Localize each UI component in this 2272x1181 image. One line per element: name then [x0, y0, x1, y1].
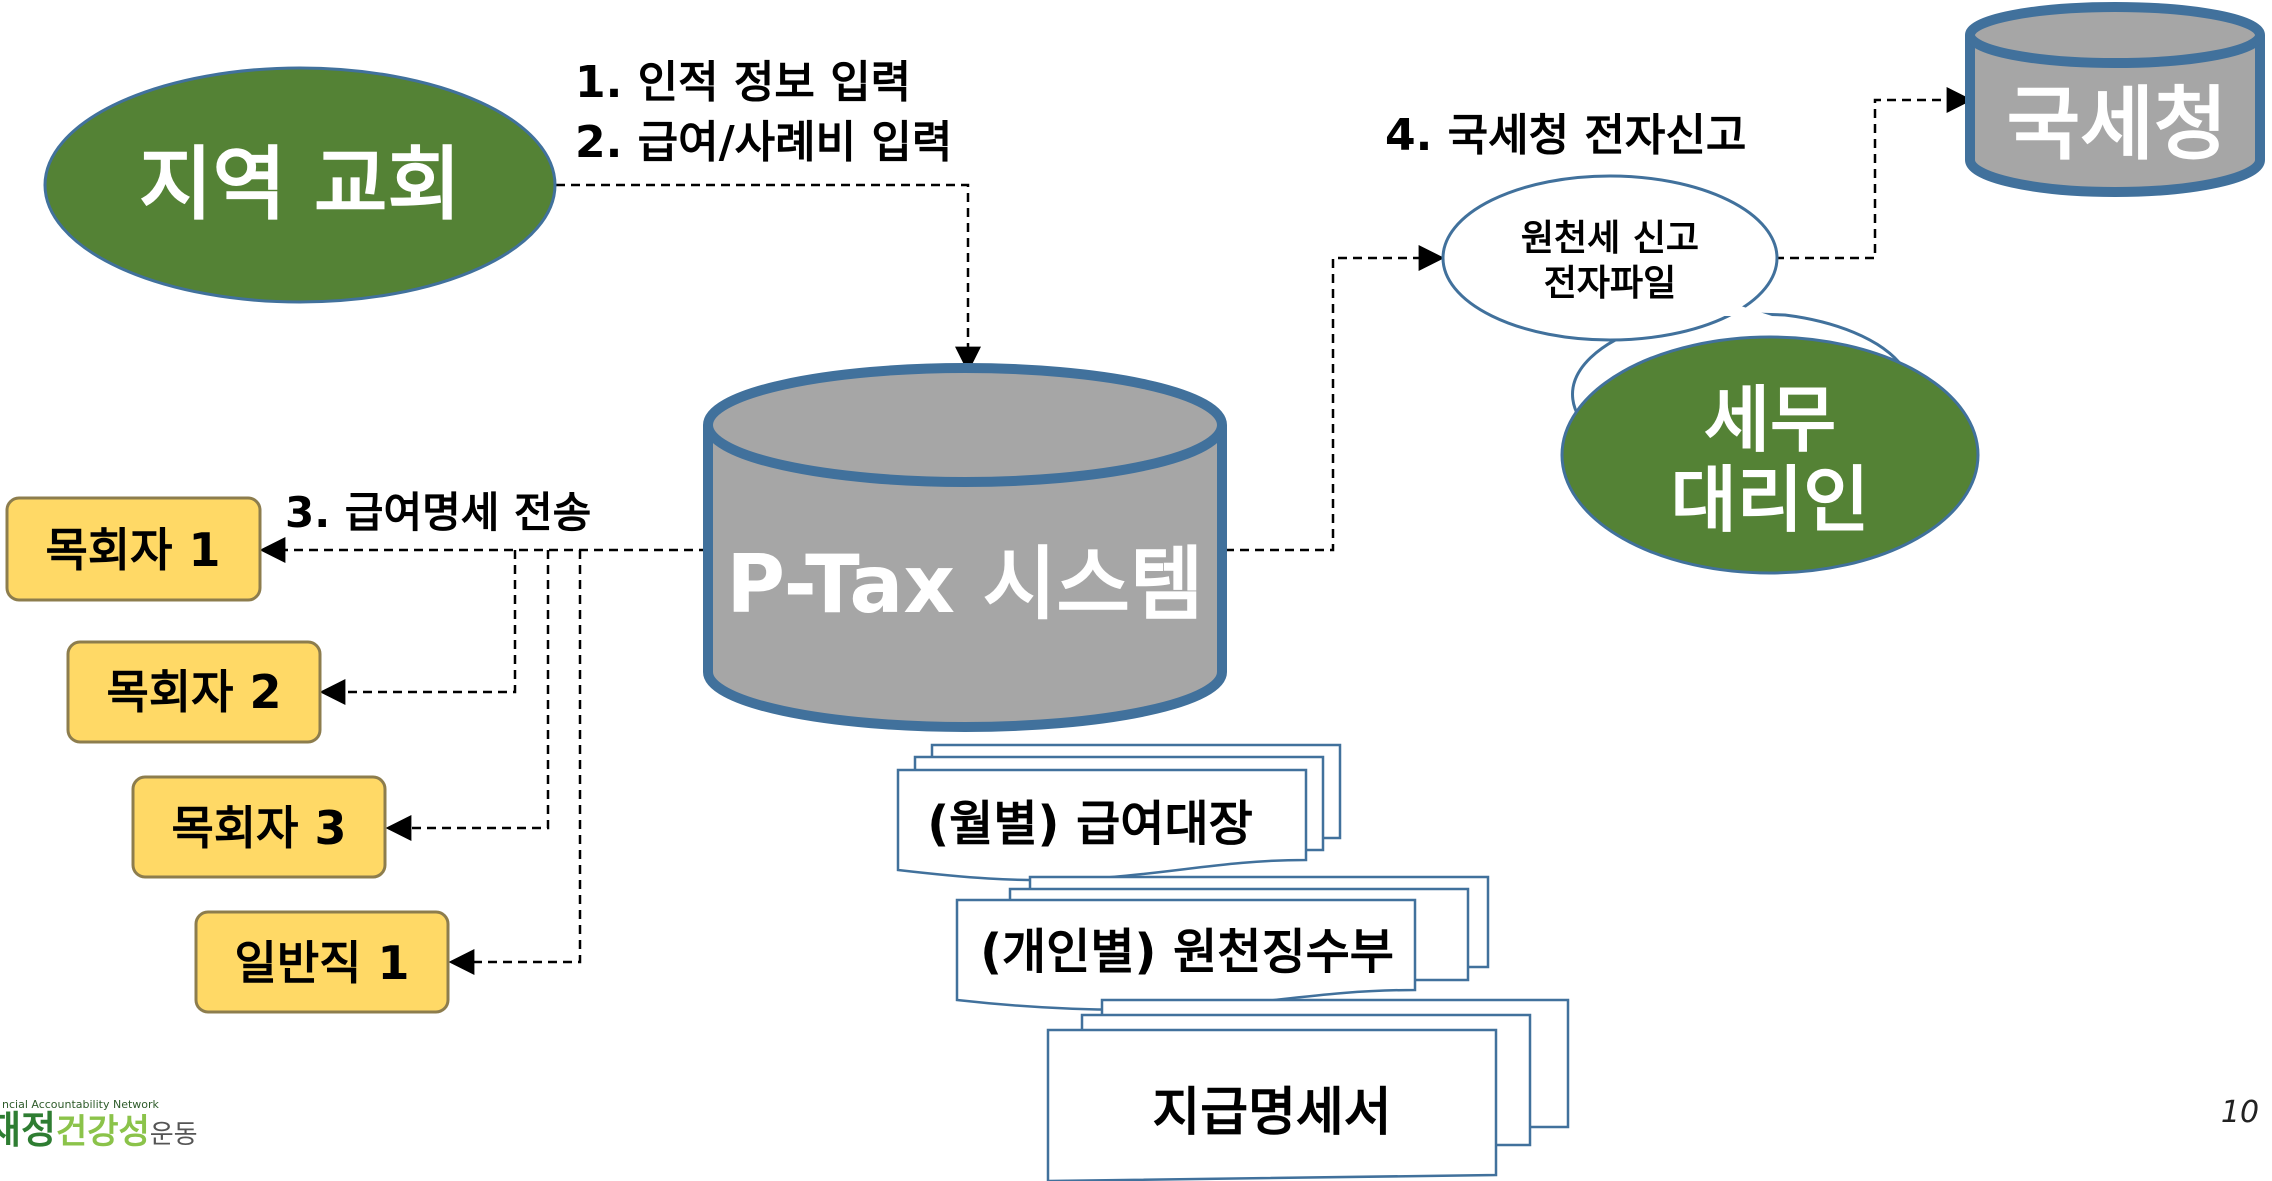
efile-label-line2: 전자파일 — [1544, 263, 1676, 304]
recipient-pastor-2: 목회자 2 — [66, 640, 322, 744]
recipient-label: 목회자 3 — [172, 801, 347, 855]
ptax-system-node: P-Tax 시스템 — [703, 363, 1227, 732]
ptax-system-label: P-Tax 시스템 — [726, 538, 1203, 631]
tax-agent-node: 세무 대리인 — [1560, 335, 1980, 575]
local-church-label: 지역 교회 — [139, 138, 461, 231]
tax-agent-label-line1: 세무 — [1704, 378, 1836, 462]
step3-label: 3. 급여명세 전송 — [285, 488, 591, 537]
connector-ptax-to-pastor3 — [385, 550, 550, 841]
recipient-pastor-3: 목회자 3 — [131, 775, 387, 879]
page-number: 10 — [2221, 1095, 2259, 1130]
recipient-label: 목회자 2 — [107, 665, 282, 719]
organization-logo: ncial Accountability Network 재정건강성운동 — [0, 1098, 198, 1152]
nts-node: 국세청 — [1965, 2, 2265, 197]
document-monthly-payroll: (월별) 급여대장 — [896, 743, 1342, 882]
document-label: 지급명세서 — [1152, 1083, 1391, 1143]
step1-label: 1. 인적 정보 입력 — [575, 57, 911, 108]
logo-small-text: ncial Accountability Network — [2, 1098, 160, 1111]
nts-label: 국세청 — [2007, 78, 2228, 171]
document-withholding-ledger: (개인별) 원천징수부 — [955, 875, 1490, 1012]
recipient-label: 일반직 1 — [235, 936, 410, 990]
logo-main-text: 재정건강성운동 — [0, 1108, 198, 1152]
connector-ptax-to-efile — [1225, 245, 1445, 552]
connectors — [259, 87, 1973, 975]
document-label: (개인별) 원천징수부 — [980, 924, 1394, 980]
step4-label: 4. 국세청 전자신고 — [1385, 110, 1746, 161]
connector-church-to-ptax — [556, 183, 981, 373]
connector-efile-to-nts — [1775, 87, 1973, 260]
step2-label: 2. 급여/사례비 입력 — [575, 117, 952, 168]
local-church-node: 지역 교회 — [43, 66, 557, 304]
efile-label-line1: 원천세 신고 — [1521, 218, 1699, 259]
document-label: (월별) 급여대장 — [927, 796, 1253, 852]
connector-ptax-to-pastor2 — [319, 550, 517, 705]
document-payment-statement: 지급명세서 — [1046, 998, 1570, 1181]
recipient-staff-1: 일반직 1 — [194, 910, 450, 1014]
connector-ptax-to-staff1 — [448, 550, 582, 975]
recipient-label: 목회자 1 — [46, 523, 221, 577]
recipient-pastor-1: 목회자 1 — [5, 496, 262, 602]
tax-agent-label-line2: 대리인 — [1671, 458, 1870, 542]
